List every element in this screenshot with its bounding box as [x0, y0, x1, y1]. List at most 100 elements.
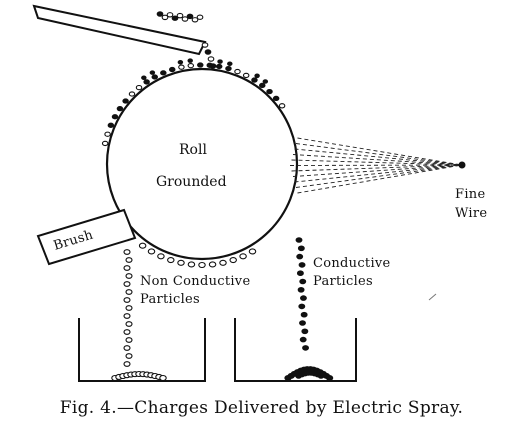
non-conductive-particles [123, 242, 257, 367]
non-conductive-particle [187, 261, 196, 268]
non-conductive-particle [125, 321, 133, 327]
roll-particle [141, 75, 147, 81]
conductive-particle [302, 345, 309, 351]
roll-particle [122, 98, 129, 104]
non-conductive-particle [125, 257, 133, 263]
conductive-particle [297, 245, 305, 252]
conductive-particle [299, 320, 306, 326]
non-conductive-particle [125, 289, 133, 295]
conductive-particle [300, 311, 308, 318]
conductive-particle [299, 278, 307, 285]
conductive-particle [296, 270, 304, 277]
spray-line [295, 164, 463, 188]
feed-particle [207, 56, 215, 62]
feed-particle [161, 14, 169, 21]
roll-surface-particles [101, 58, 286, 147]
spray-line [295, 143, 463, 166]
conductive-particle [298, 262, 306, 268]
conductive-particles [295, 237, 309, 351]
roll-particle [206, 62, 214, 68]
non-conductive-particle [208, 261, 217, 268]
roll-particle [107, 122, 115, 128]
non-conductive-particle [123, 329, 131, 335]
non-conductive-particle [123, 249, 131, 255]
roll-particle [149, 70, 156, 75]
roll-particle [227, 61, 233, 67]
grounded-label: Grounded [156, 174, 227, 190]
roll-particle [177, 60, 184, 65]
spray-line [289, 164, 463, 166]
non-conductive-particle [248, 248, 257, 255]
roll-particle [116, 105, 124, 112]
roll-particle [272, 95, 280, 102]
non-conductive-particle [123, 265, 131, 271]
non-conductive-particle [125, 353, 133, 359]
non-conductive-particle [125, 305, 133, 311]
roll-particle [168, 66, 176, 73]
conductive-label-2: Particles [313, 274, 373, 289]
non-conductive-particle [219, 259, 227, 266]
spray-line [294, 148, 463, 166]
fine-wire [458, 161, 466, 169]
non-conductive-pile [111, 370, 167, 382]
roll-particle [225, 65, 232, 72]
feed-particle [171, 15, 179, 21]
roll-particle [151, 74, 159, 80]
roll-particle [111, 114, 119, 120]
roll-label: Roll [179, 142, 207, 158]
feed-particle [156, 11, 164, 17]
non-conductive-particle [123, 297, 131, 303]
spray-line [297, 164, 463, 194]
non-conductive-particle [147, 248, 156, 255]
non-conductive-particle [177, 259, 185, 266]
non-conductive-pile-particle [159, 374, 167, 382]
roll-particle [104, 131, 111, 137]
non-conductive-particle [239, 253, 247, 260]
feed-particle [191, 17, 199, 23]
left-bin [78, 318, 206, 382]
non-conductive-particle [167, 257, 175, 264]
conductive-label-1: Conductive [313, 256, 391, 271]
spray-lines [289, 137, 463, 194]
spray-line [291, 159, 463, 166]
spray-line [294, 164, 463, 183]
spray-line [292, 154, 463, 166]
feed-particle [176, 12, 184, 19]
non-conductive-particle [125, 337, 133, 343]
right-bin [234, 318, 357, 382]
roll-particle [254, 73, 260, 79]
non-conductive-particle [123, 345, 131, 351]
conductive-particle [298, 303, 306, 310]
conductive-particle [297, 286, 305, 293]
roll-particle [234, 68, 241, 75]
non-conductive-particle [138, 242, 147, 249]
spray-line [291, 164, 463, 172]
conductive-particle [301, 328, 309, 335]
non-conductive-particle [125, 273, 133, 279]
non-conductive-particle [123, 313, 131, 319]
non-conductive-label-2: Particles [140, 292, 200, 307]
roll-particle [251, 77, 258, 83]
conductive-particle [296, 253, 304, 260]
roll-particle [178, 64, 185, 70]
conductive-particle [299, 336, 307, 343]
feed-particle [204, 49, 212, 55]
conductive-pile-particle [325, 375, 334, 381]
roll-particle [101, 140, 109, 147]
non-conductive-particle [157, 253, 165, 260]
stray-mark [428, 293, 437, 301]
feed-particles [156, 11, 218, 76]
conductive-particle [295, 237, 303, 243]
roll-particle [128, 91, 136, 97]
non-conductive-label-1: Non Conductive [140, 274, 250, 289]
brush [36, 208, 137, 266]
non-conductive-particle [123, 361, 131, 367]
roll-particle [143, 79, 150, 85]
feed-particle [196, 14, 204, 20]
fine-wire-label-2: Wire [455, 206, 487, 221]
fine-wire-label-1: Fine [455, 187, 485, 202]
feed-particle [186, 13, 194, 20]
roll-particle [266, 88, 273, 95]
roll-particle [242, 72, 250, 79]
